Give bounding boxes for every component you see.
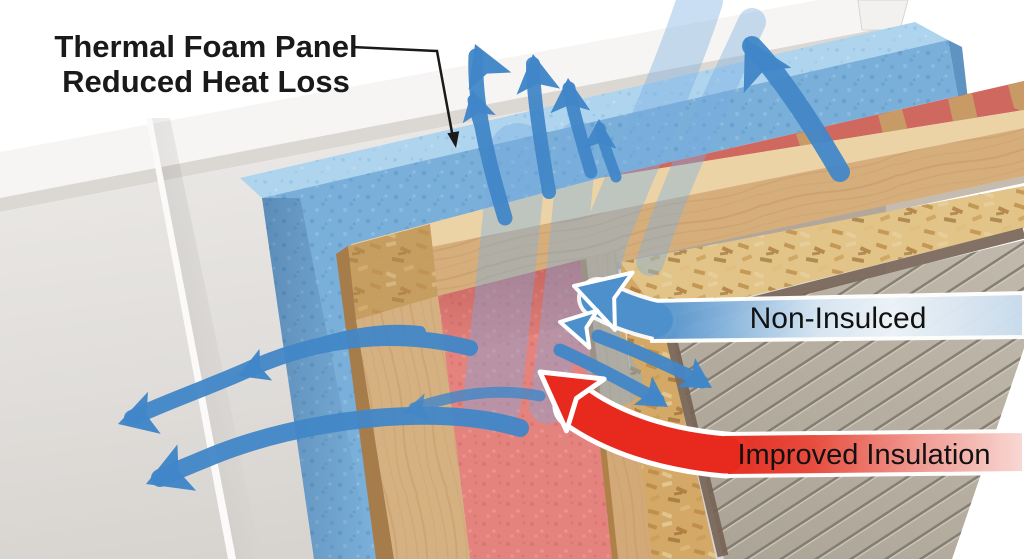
- weave-arrow-body: [408, 386, 546, 414]
- stream-down-wall-1: [463, 123, 547, 431]
- title-line-1: Thermal Foam Panel: [54, 29, 357, 64]
- post-side-face: [336, 246, 394, 559]
- left-arrowhead-2: [146, 444, 197, 491]
- foam-left-shade: [262, 198, 372, 559]
- up-arrowhead-2: [462, 90, 496, 124]
- left-arrowhead-3: [238, 348, 273, 381]
- corner-post: [336, 224, 470, 559]
- red-arrow-body: [557, 387, 745, 474]
- down-right-arrowhead-1: [633, 376, 668, 407]
- blue-arrowheads: [118, 38, 792, 491]
- non-insulated-callout: Non-Insulced: [558, 270, 1024, 350]
- weave-arrowhead: [404, 393, 431, 421]
- foam-end-face: [948, 40, 968, 100]
- up-arrowhead-1: [468, 44, 512, 90]
- red-arrowhead: [537, 369, 607, 434]
- stream-ribbon-side: [636, 8, 766, 276]
- non-insulated-label: Non-Insulced: [750, 302, 927, 335]
- band-arrowhead-main: [572, 270, 635, 332]
- left-arrowhead-1: [118, 391, 161, 434]
- improved-insulation-label: Improved Insulation: [737, 439, 990, 471]
- leader-arrowhead: [447, 131, 460, 148]
- up-arrowhead-big: [743, 38, 792, 94]
- drywall-top-face: [0, 0, 884, 198]
- title-line-2: Reduced Heat Loss: [62, 64, 350, 99]
- insulation-top-shadow: [438, 260, 590, 356]
- rail-top-face: [352, 110, 1024, 262]
- leader-line: [351, 45, 455, 139]
- drywall-lip: [0, 28, 886, 212]
- improved-insulation-callout: Improved Insulation: [537, 369, 1024, 479]
- up-arrowhead-3: [516, 54, 561, 95]
- title-callout: Thermal Foam Panel Reduced Heat Loss: [54, 29, 460, 148]
- insulation-batt: [438, 260, 616, 559]
- left-arrow-3-body: [244, 324, 426, 376]
- band-arrowhead-lower: [558, 308, 600, 350]
- up-arrowhead-5: [582, 119, 617, 150]
- down-right-arrowhead-2: [677, 357, 712, 388]
- up-arrowhead-4: [550, 78, 591, 114]
